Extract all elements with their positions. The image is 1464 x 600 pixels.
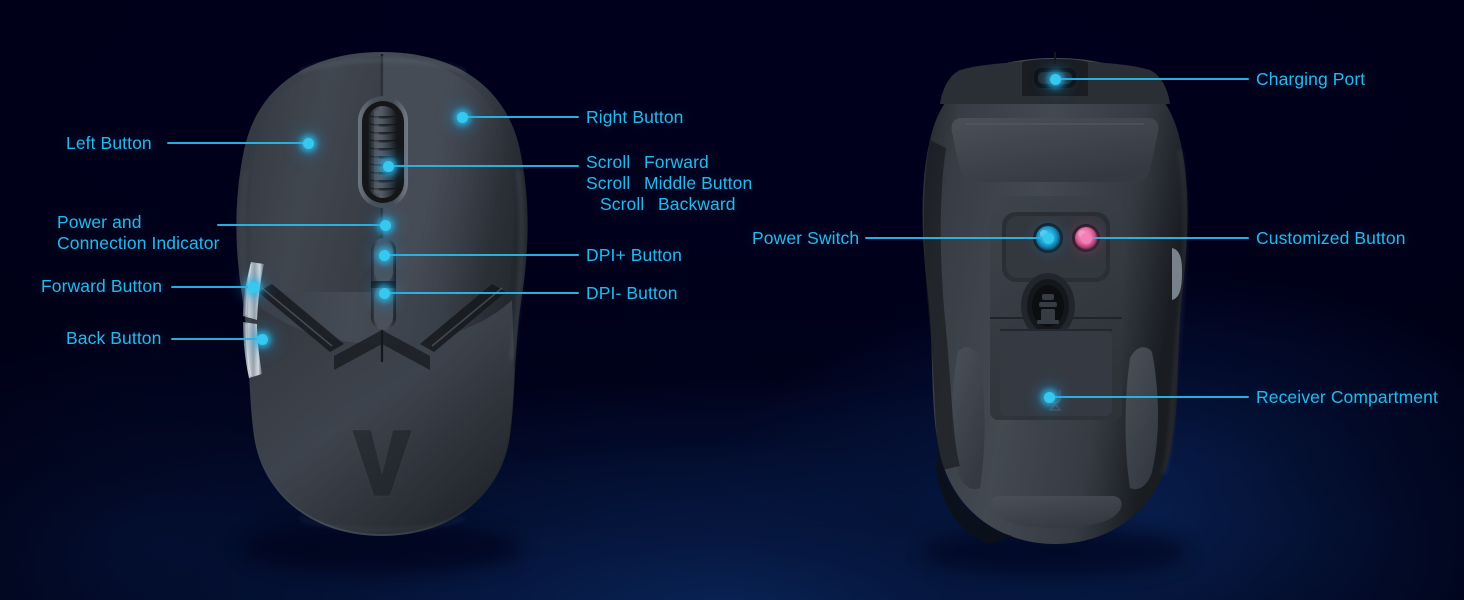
label-scroll-block: Scroll Forward Scroll Middle Button Scro… [586,152,752,215]
label-scroll-row-middle: Scroll Middle Button [586,173,752,194]
label-scroll-row-backward: Scroll Backward [586,194,752,215]
hotspot-forward-button[interactable] [247,281,259,293]
hotspot-scroll-wheel[interactable] [382,160,394,172]
label-power-indicator-line2: Connection Indicator [57,233,220,253]
label-scroll-backward-col2: Backward [658,194,736,214]
label-scroll-forward-col2: Forward [644,152,709,172]
label-scroll-backward-col1: Scroll [600,194,645,214]
hotspot-power-indicator[interactable] [379,219,391,231]
label-back-button: Back Button [66,328,162,348]
label-dpi-plus: DPI+ Button [586,245,682,265]
hotspot-receiver-compartment[interactable] [1043,391,1055,403]
label-left-button: Left Button [66,133,152,153]
label-forward-button: Forward Button [41,276,163,296]
hotspot-power-switch[interactable] [1042,232,1054,244]
hotspot-dpi-minus[interactable] [378,287,390,299]
label-customized-button: Customized Button [1256,228,1406,248]
label-power-indicator: Power and Connection Indicator [57,212,220,254]
label-charging-port: Charging Port [1256,69,1366,89]
hotspot-customized-button[interactable] [1080,232,1092,244]
hotspot-back-button[interactable] [256,333,268,345]
label-scroll-row-forward: Scroll Forward [586,152,752,173]
label-dpi-minus: DPI- Button [586,283,678,303]
label-power-indicator-line1: Power and [57,212,142,232]
mouse-top-view [236,52,528,574]
rapoo-v-logo [351,429,413,497]
label-scroll-middle-col1: Scroll [586,173,631,193]
label-receiver-compartment: Receiver Compartment [1256,387,1438,407]
hotspot-right-button[interactable] [456,111,468,123]
label-scroll-middle-col2: Middle Button [644,173,753,193]
label-power-switch: Power Switch [752,228,860,248]
label-scroll-forward-col1: Scroll [586,152,631,172]
label-right-button: Right Button [586,107,684,127]
mouse-bottom-view [922,52,1188,576]
hotspot-left-button[interactable] [302,137,314,149]
hotspot-dpi-plus[interactable] [378,249,390,261]
hotspot-charging-port[interactable] [1049,73,1061,85]
